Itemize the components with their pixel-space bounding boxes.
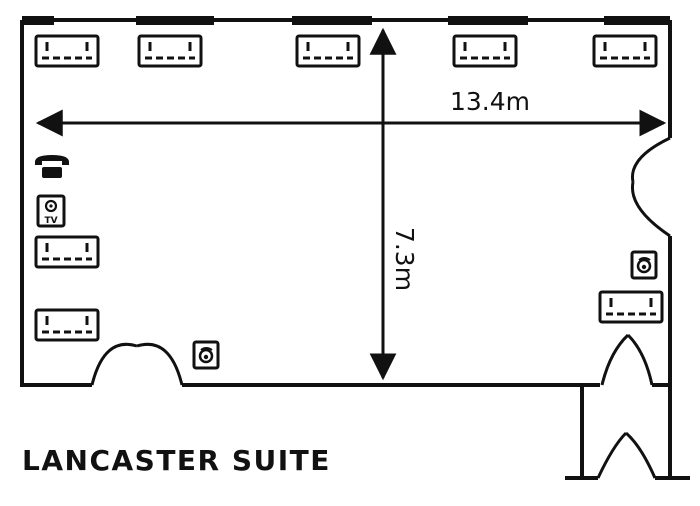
socket-icon — [295, 34, 361, 68]
socket-icon — [34, 235, 100, 269]
corridor-door[interactable] — [596, 431, 657, 479]
socket-icon — [592, 34, 658, 68]
tv-point-icon: TV — [36, 194, 66, 228]
main-double-door[interactable] — [90, 342, 184, 386]
socket-icon — [598, 290, 664, 324]
room-title: LANCASTER SUITE — [22, 444, 331, 477]
depth-dimension-label: 7.3m — [390, 227, 419, 291]
side-double-door[interactable] — [630, 136, 671, 238]
socket-icon — [452, 34, 518, 68]
width-dimension-label: 13.4m — [450, 87, 530, 116]
socket-icon — [137, 34, 203, 68]
socket-icon — [34, 308, 100, 342]
room-walls — [20, 18, 690, 480]
tv-label: TV — [44, 216, 57, 226]
windows — [22, 16, 670, 25]
telephone-icon — [35, 155, 69, 178]
sound-point-icon — [630, 250, 658, 280]
socket-icon — [34, 34, 100, 68]
service-door[interactable] — [600, 333, 654, 386]
sound-point-icon — [192, 340, 220, 370]
